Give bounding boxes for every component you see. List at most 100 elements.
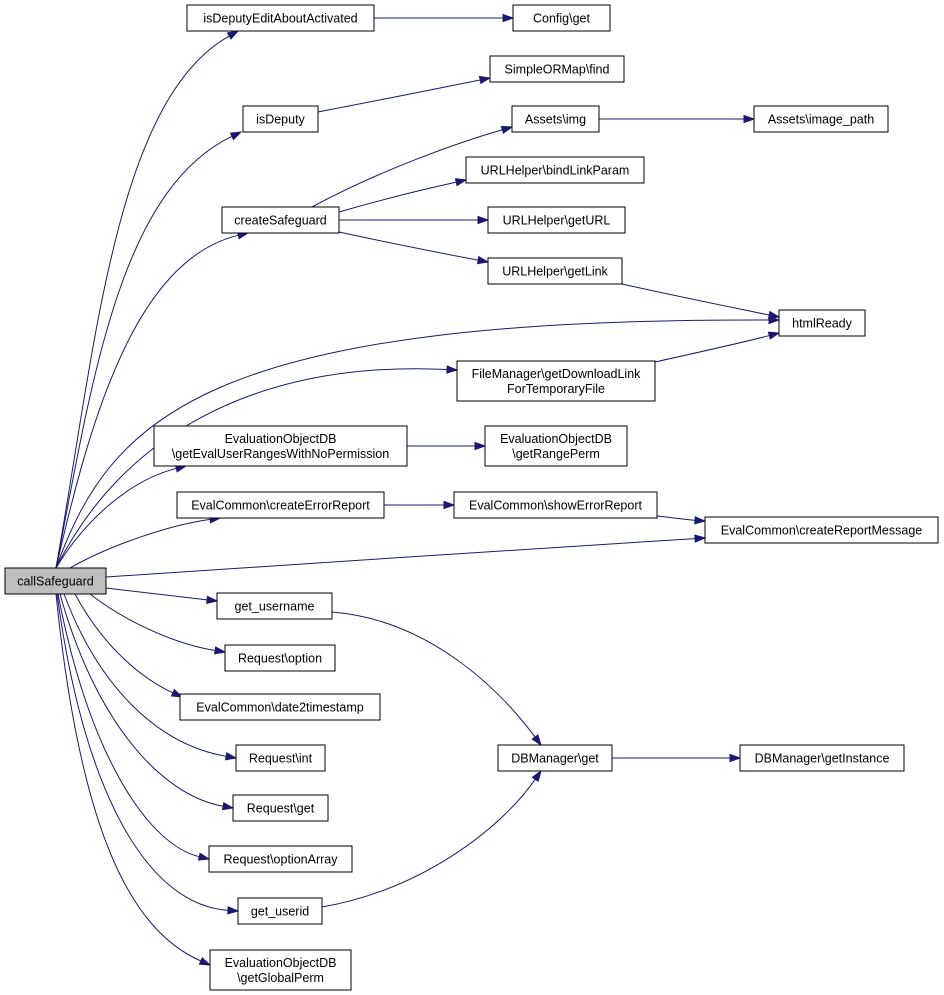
edge-line [338,181,457,213]
edge-line [654,335,770,363]
node-get_username[interactable]: get_username [216,592,333,620]
node-box [237,897,323,925]
edge-callSafeguard-to-request_int [63,593,238,761]
edge-dbmanager_get-to-dbmanager_getinstance [611,753,742,763]
node-dbmanager_get[interactable]: DBManager\get [497,744,613,772]
node-box [242,105,319,133]
arrowhead-icon [224,752,238,761]
node-filemanager_getdownloadlink[interactable]: FileManager\getDownloadLinkForTemporaryF… [456,360,656,402]
node-label: Request\option [238,652,322,666]
edge-line [63,593,227,757]
node-box [511,105,600,133]
edge-line [331,611,536,738]
node-evalobjdb_getglobalperm[interactable]: EvaluationObjectDB\getGlobalPerm [209,949,352,991]
node-box [232,794,329,822]
node-label: Request\optionArray [224,853,339,867]
node-box [179,693,381,721]
node-isDeputy[interactable]: isDeputy [242,105,319,133]
node-box [512,4,611,32]
arrowhead-icon [443,500,456,510]
edge-createSafeguard-to-urlhelper_geturl [339,215,490,225]
node-request_option[interactable]: Request\option [224,644,336,672]
node-box [209,949,352,991]
node-assets_image_path[interactable]: Assets\image_path [753,105,889,133]
node-request_get[interactable]: Request\get [232,794,329,822]
edge-callSafeguard-to-get_userid [56,593,240,915]
node-urlhelper_getlink[interactable]: URLHelper\getLink [487,257,623,285]
node-label: \getGlobalPerm [237,971,324,985]
node-box [487,206,626,234]
arrowhead-icon [221,802,235,811]
arrowhead-icon [454,178,468,187]
edge-callSafeguard-to-isDeputy [55,131,243,569]
node-label: Config\get [533,12,591,26]
node-isDeputyEditAboutActivated[interactable]: isDeputyEditAboutActivated [186,4,375,32]
node-box [176,491,385,519]
node-label: get_userid [251,905,309,919]
node-box [4,567,107,595]
edge-callSafeguard-to-get_username [105,587,219,605]
edge-line [321,778,536,908]
arrowhead-icon [478,75,492,85]
node-config_get[interactable]: Config\get [512,4,611,32]
node-evalcommon_createreportmessage[interactable]: EvalCommon\createReportMessage [704,516,939,544]
edges-layer [55,13,781,966]
edge-line [55,319,770,569]
node-request_int[interactable]: Request\int [235,744,326,772]
edge-line [105,538,696,578]
node-get_userid[interactable]: get_userid [237,897,323,925]
node-box [216,592,333,620]
node-urlhelper_geturl[interactable]: URLHelper\getURL [487,206,626,234]
node-label: isDeputy [256,113,305,127]
node-label: isDeputyEditAboutActivated [203,12,357,26]
node-dbmanager_getinstance[interactable]: DBManager\getInstance [739,744,905,772]
node-htmlready[interactable]: htmlReady [778,309,866,337]
node-box [208,845,353,873]
node-assets_img[interactable]: Assets\img [511,105,600,133]
edge-line [55,368,448,569]
edge-createSafeguard-to-urlhelper_getlink [338,231,490,265]
edge-get_username-to-dbmanager_get [331,611,542,747]
edge-callSafeguard-to-request_optionarray [57,593,211,861]
node-evalobjdb_getevaluserranges[interactable]: EvaluationObjectDB\getEvalUserRangesWith… [153,425,408,467]
edge-isDeputy-to-simpleormap_find [317,75,492,113]
node-simpleormap_find[interactable]: SimpleORMap\find [489,55,625,83]
edge-line [317,79,481,113]
node-callSafeguard[interactable]: callSafeguard [4,567,107,595]
arrowhead-icon [729,753,742,763]
edge-createSafeguard-to-assets_img [311,125,514,208]
edge-line [59,593,224,807]
edge-callSafeguard-to-evalobjdb_getevaluserranges [55,464,188,569]
node-box [453,491,658,519]
arrowhead-icon [743,114,756,124]
edge-line [105,587,208,601]
node-evalcommon_date2timestamp[interactable]: EvalCommon\date2timestamp [179,693,381,721]
edge-urlhelper_getlink-to-htmlready [621,283,781,320]
edge-callSafeguard-to-evalcommon_createerrorreport [69,515,222,569]
node-urlhelper_bindlinkparam[interactable]: URLHelper\bindLinkParam [465,156,645,184]
arrowhead-icon [226,30,240,40]
edge-line [55,234,239,569]
node-box [484,425,628,467]
arrowhead-icon [502,13,515,23]
arrowhead-icon [474,441,487,451]
edge-line [311,129,503,208]
arrowhead-icon [213,646,227,655]
edge-callSafeguard-to-evalobjdb_getglobalperm [55,593,212,966]
node-label: EvalCommon\date2timestamp [196,701,363,715]
node-box [778,309,866,337]
node-createSafeguard[interactable]: createSafeguard [221,206,340,234]
node-label: \getRangePerm [512,447,600,461]
node-evalobjdb_getrangeperm[interactable]: EvaluationObjectDB\getRangePerm [484,425,628,467]
edge-callSafeguard-to-filemanager_getdownloadlink [55,365,459,569]
node-label: EvalCommon\createErrorReport [191,499,370,513]
arrowhead-icon [446,365,459,374]
node-label: Assets\img [525,113,586,127]
arrowhead-icon [476,255,490,265]
node-evalcommon_showerrorreport[interactable]: EvalCommon\showErrorReport [453,491,658,519]
node-request_optionarray[interactable]: Request\optionArray [208,845,353,873]
node-label: EvaluationObjectDB [225,432,337,446]
arrowhead-icon [477,215,490,225]
edge-filemanager_getdownloadlink-to-htmlready [654,331,781,363]
node-evalcommon_createerrorreport[interactable]: EvalCommon\createErrorReport [176,491,385,519]
